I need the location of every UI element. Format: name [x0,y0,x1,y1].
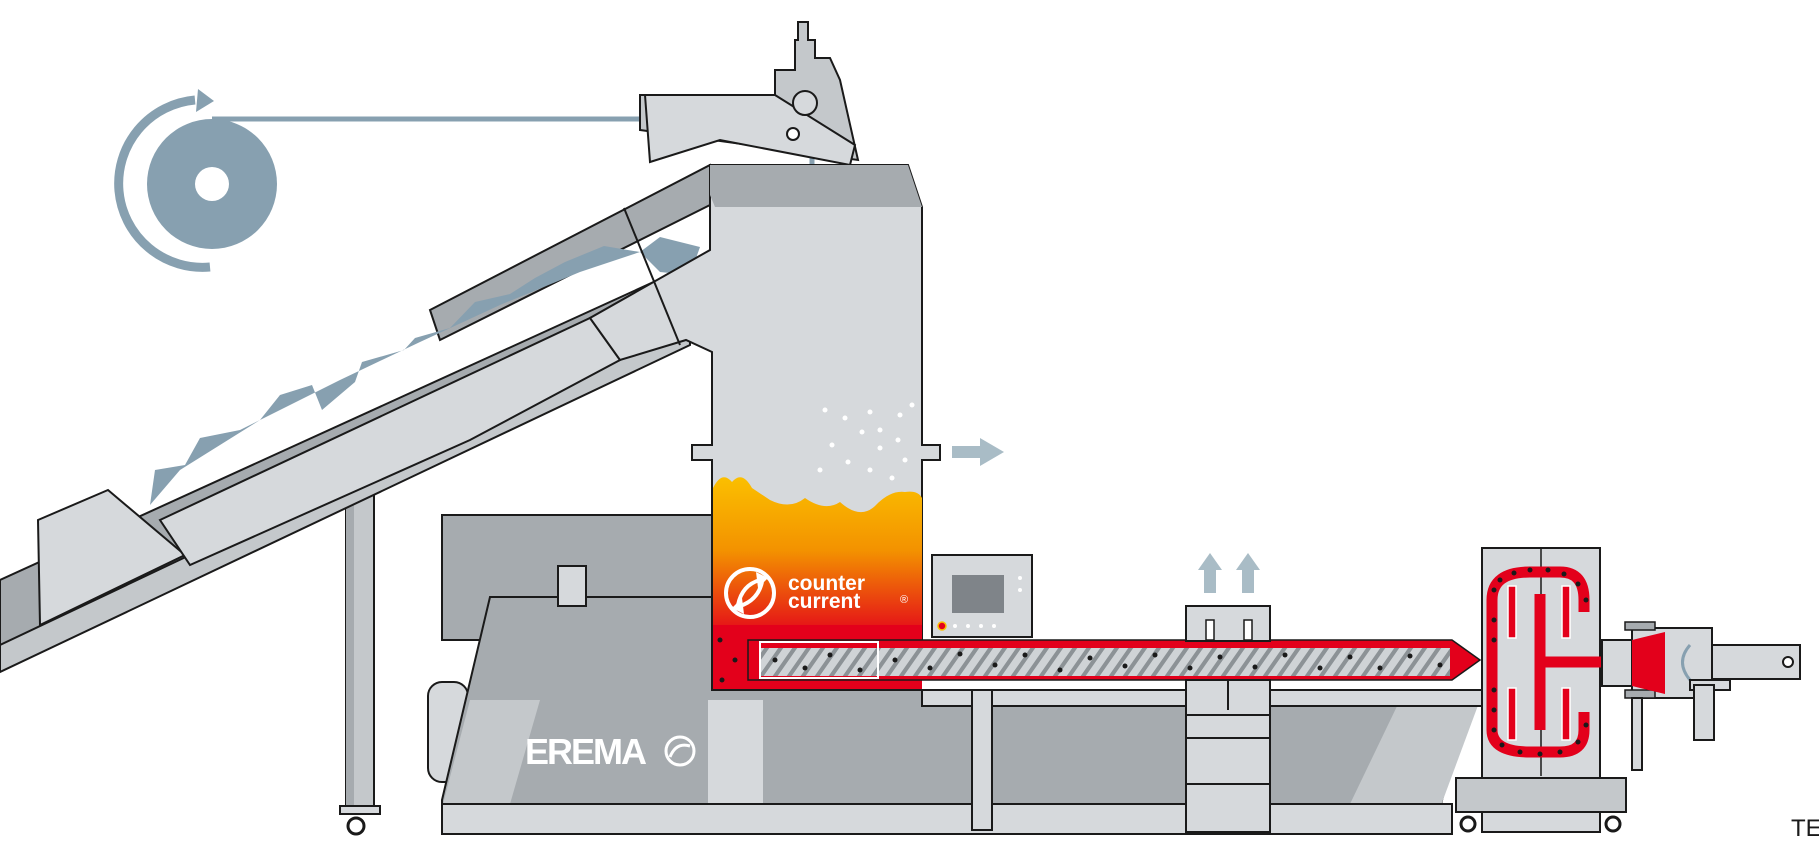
degassing-unit [1185,553,1271,833]
counter-current-logo: counter current ® [724,567,908,619]
extruder-screw [760,648,1450,676]
melt-outlet [1601,621,1801,771]
screen-changer-wheel [1459,815,1477,833]
screen-changer [1455,547,1640,833]
counter-current-line2: current [788,590,860,613]
filter-discs [1507,585,1571,741]
corner-label: TE [1791,815,1819,842]
degassing-stack [1185,679,1271,833]
conveyor-support [339,469,381,836]
erema-swirl-icon [664,735,696,767]
registered-mark: ® [900,594,908,606]
cutter-pulley [792,90,818,116]
film-roll-core [195,167,229,201]
counter-current-arrows-icon [724,567,776,619]
extruder-barrel [747,639,1482,681]
cutter-housing-top [639,21,860,167]
base-handle [557,565,587,607]
rotation-arrow-head [196,89,214,112]
conveyor-wheel [346,816,366,836]
erema-brand: EREMA [525,731,696,772]
melt-particles [717,637,1443,683]
arrow-up-icon [1198,553,1260,593]
arrow-right-icon [952,438,1004,466]
rotation-arrow-icon [114,95,211,272]
particles [817,402,915,481]
control-screen [952,575,1004,613]
erema-wordmark: EREMA [525,731,647,772]
conveyor-belt [0,163,722,674]
control-panel [931,554,1033,638]
guide-roller [786,127,800,141]
extruder-support-leg [971,689,993,831]
counter-current-line1: counter [788,572,865,595]
status-lamp [937,621,947,631]
outlet-rotation-icon [1681,644,1692,681]
